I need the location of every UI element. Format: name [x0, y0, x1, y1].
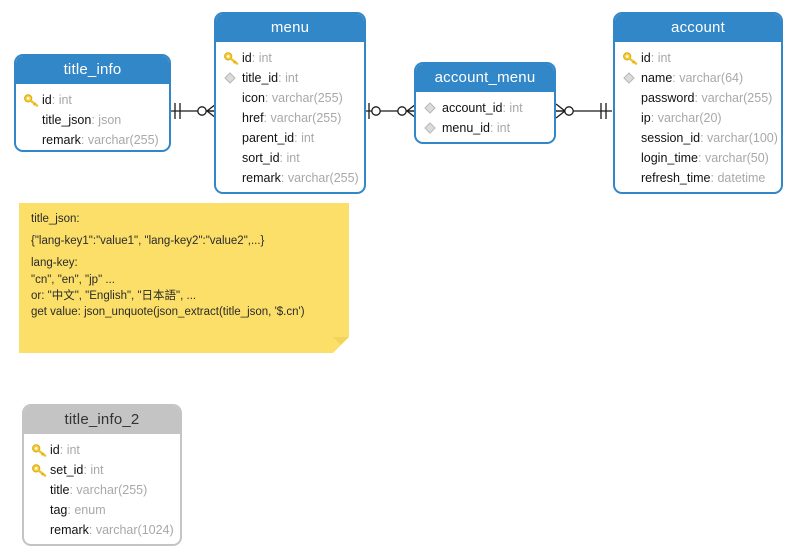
field-row[interactable]: ip: varchar(20) [615, 108, 781, 128]
note-line: or: "中文", "English", "日本語", ... [31, 289, 197, 302]
entity-account_menu-fields: account_id: int menu_id: int [416, 92, 554, 142]
no-key-icon [32, 482, 50, 498]
entity-account-header: account [615, 14, 781, 42]
field-label: remark: varchar(1024) [50, 523, 174, 537]
primary-key-icon [623, 50, 641, 66]
field-label: name: varchar(64) [641, 71, 744, 85]
note-line: {"lang-key1":"value1", "lang-key2":"valu… [31, 235, 265, 248]
field-row[interactable]: id: int [24, 440, 180, 460]
field-row[interactable]: id: int [615, 48, 781, 68]
field-row[interactable]: href: varchar(255) [216, 108, 364, 128]
field-label: set_id: int [50, 463, 104, 477]
note-line: "cn", "en", "jp" ... [31, 273, 115, 286]
entity-menu[interactable]: menu id: int [214, 12, 366, 194]
relationship-menu-account_menu[interactable] [366, 100, 417, 122]
note-fold-corner-icon [333, 337, 349, 353]
note-title_json[interactable]: title_json: {"lang-key1":"value1", "lang… [19, 203, 349, 353]
field-label: login_time: varchar(50) [641, 151, 769, 165]
field-label: icon: varchar(255) [242, 91, 343, 105]
no-key-icon [224, 150, 242, 166]
no-key-icon [224, 170, 242, 186]
field-label: remark: varchar(255) [242, 171, 359, 185]
entity-title_info_2[interactable]: title_info_2 id: int [22, 404, 182, 546]
relationship-account_menu-account[interactable] [555, 100, 612, 122]
field-label: id: int [641, 51, 671, 65]
note-line: get value: json_unquote(json_extract(tit… [31, 306, 305, 319]
entity-title_info_2-header: title_info_2 [24, 406, 180, 434]
field-row[interactable]: title_id: int [216, 68, 364, 88]
foreign-key-diamond-icon [424, 100, 442, 116]
field-label: refresh_time: datetime [641, 171, 766, 185]
entity-menu-header: menu [216, 14, 364, 42]
no-key-icon [32, 522, 50, 538]
no-key-icon [24, 112, 42, 128]
field-row[interactable]: session_id: varchar(100) [615, 128, 781, 148]
entity-menu-fields: id: int title_id: int icon: varchar(255)… [216, 42, 364, 192]
field-label: id: int [50, 443, 80, 457]
field-row[interactable]: id: int [216, 48, 364, 68]
field-row[interactable]: remark: varchar(255) [216, 168, 364, 188]
primary-key-icon [24, 92, 42, 108]
entity-title_info-header: title_info [16, 56, 169, 84]
field-row[interactable]: tag: enum [24, 500, 180, 520]
primary-key-icon [32, 442, 50, 458]
field-row[interactable]: name: varchar(64) [615, 68, 781, 88]
no-key-icon [623, 110, 641, 126]
entity-account[interactable]: account id: int [613, 12, 783, 194]
field-row[interactable]: remark: varchar(1024) [24, 520, 180, 540]
relationship-title_info-menu[interactable] [170, 100, 217, 122]
field-label: password: varchar(255) [641, 91, 773, 105]
field-row[interactable]: login_time: varchar(50) [615, 148, 781, 168]
entity-title_info-fields: id: int title_json: json remark: varchar… [16, 84, 169, 150]
foreign-key-diamond-icon [424, 120, 442, 136]
no-key-icon [224, 90, 242, 106]
entity-account_menu[interactable]: account_menu account_id: int menu_id: in… [414, 62, 556, 144]
field-label: remark: varchar(255) [42, 133, 159, 147]
field-label: id: int [242, 51, 272, 65]
field-row[interactable]: remark: varchar(255) [16, 130, 169, 150]
field-row[interactable]: parent_id: int [216, 128, 364, 148]
foreign-key-diamond-icon [623, 70, 641, 86]
field-row[interactable]: title_json: json [16, 110, 169, 130]
note-line: lang-key: [31, 257, 78, 270]
no-key-icon [623, 90, 641, 106]
primary-key-icon [32, 462, 50, 478]
field-label: session_id: varchar(100) [641, 131, 778, 145]
field-row[interactable]: id: int [16, 90, 169, 110]
no-key-icon [224, 130, 242, 146]
no-key-icon [32, 502, 50, 518]
field-label: title_id: int [242, 71, 299, 85]
no-key-icon [623, 130, 641, 146]
field-row[interactable]: sort_id: int [216, 148, 364, 168]
no-key-icon [623, 150, 641, 166]
no-key-icon [24, 132, 42, 148]
note-line: title_json: [31, 213, 80, 225]
field-row[interactable]: icon: varchar(255) [216, 88, 364, 108]
entity-title_info[interactable]: title_info id: int title_json: json [14, 54, 171, 152]
field-row[interactable]: refresh_time: datetime [615, 168, 781, 188]
field-label: sort_id: int [242, 151, 300, 165]
field-label: parent_id: int [242, 131, 315, 145]
field-label: ip: varchar(20) [641, 111, 722, 125]
field-row[interactable]: set_id: int [24, 460, 180, 480]
field-row[interactable]: title: varchar(255) [24, 480, 180, 500]
entity-account_menu-header: account_menu [416, 64, 554, 92]
field-label: account_id: int [442, 101, 523, 115]
field-row[interactable]: password: varchar(255) [615, 88, 781, 108]
field-label: menu_id: int [442, 121, 511, 135]
primary-key-icon [224, 50, 242, 66]
field-row[interactable]: account_id: int [416, 98, 554, 118]
field-label: title: varchar(255) [50, 483, 148, 497]
field-label: id: int [42, 93, 72, 107]
no-key-icon [623, 170, 641, 186]
field-label: href: varchar(255) [242, 111, 342, 125]
field-label: title_json: json [42, 113, 122, 127]
field-label: tag: enum [50, 503, 106, 517]
entity-account-fields: id: int name: varchar(64) password: varc… [615, 42, 781, 192]
foreign-key-diamond-icon [224, 70, 242, 86]
no-key-icon [224, 110, 242, 126]
field-row[interactable]: menu_id: int [416, 118, 554, 138]
entity-title_info_2-fields: id: int set_id: int title: varchar(255) [24, 434, 180, 544]
